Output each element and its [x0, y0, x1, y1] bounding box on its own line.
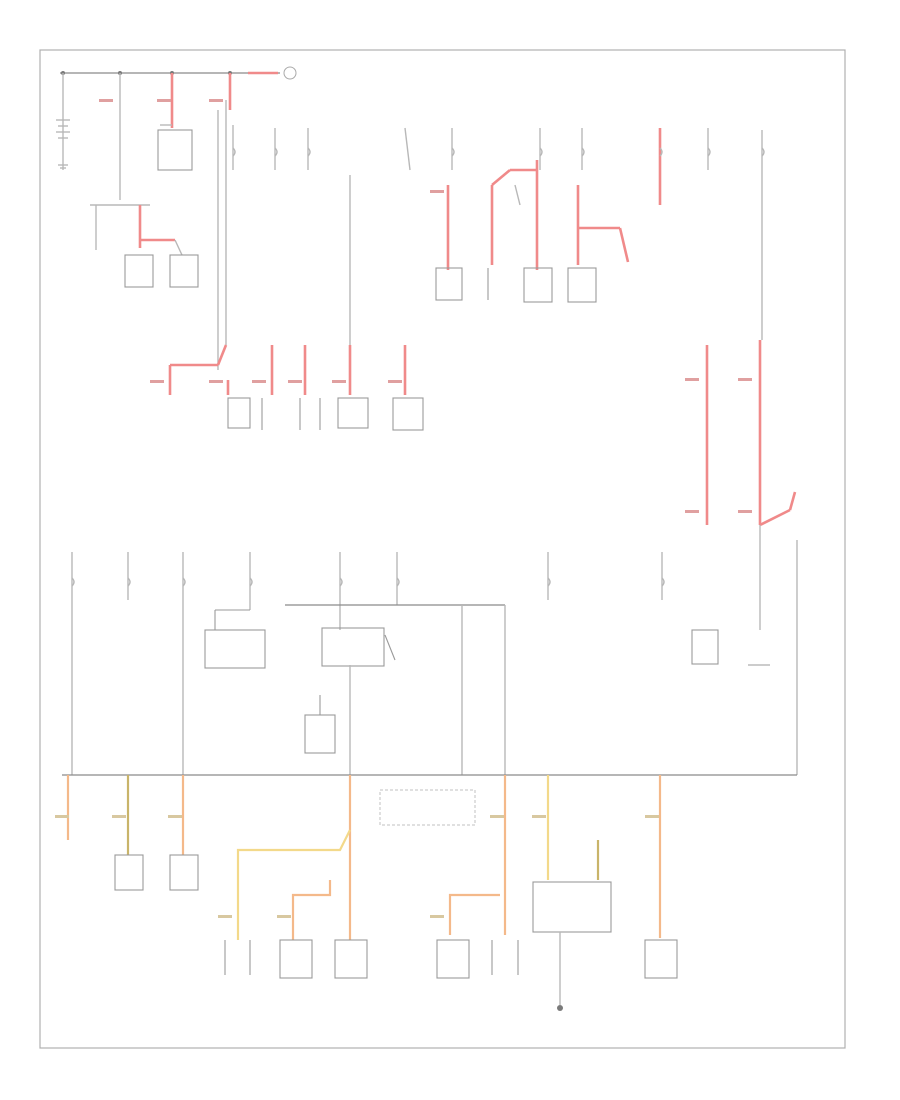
- mid-upper-connectors: [168, 344, 424, 431]
- middle-fuse-row: [71, 552, 665, 775]
- right-vertical-feeds: [691, 170, 798, 775]
- ground-bus-section: [62, 774, 797, 1011]
- micro-labels: [55, 99, 752, 918]
- top-fuse-row: [232, 125, 765, 375]
- diagram-frame: [39, 49, 846, 1049]
- battery-feed-section: [56, 66, 297, 370]
